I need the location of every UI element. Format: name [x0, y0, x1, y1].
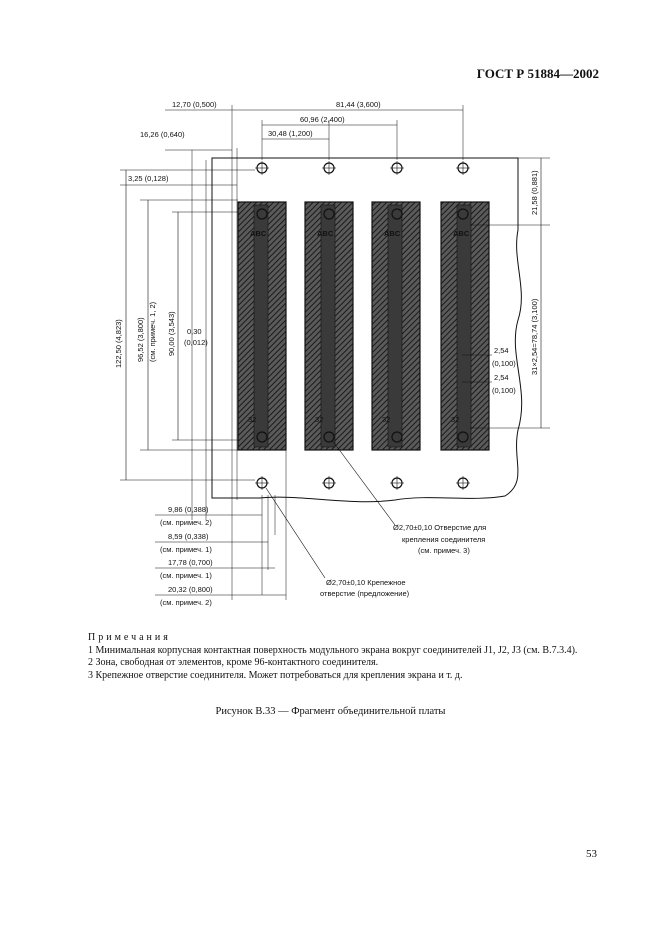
connector-j3	[371, 201, 421, 451]
callout-hole-connector-1: Ø2,70±0,10 Отверстие для	[393, 523, 486, 532]
page-number: 53	[586, 848, 597, 860]
callout-hole-mount-1: Ø2,70±0,10 Крепежное	[326, 578, 406, 587]
dim-31x2-54: 31×2,54=78,74 (3,100)	[530, 298, 539, 375]
figure-caption: Рисунок В.33 — Фрагмент объединительной …	[215, 706, 446, 717]
dim-0-30: 0,30	[187, 327, 202, 336]
callout-hole-connector-2: крепления соединителя	[402, 535, 485, 544]
dim-9-86-note: (см. примеч. 2)	[160, 518, 212, 527]
pin-label-4: 32	[451, 415, 459, 424]
dim-20-32-note: (см. примеч. 2)	[160, 598, 212, 607]
connector-j2	[304, 201, 354, 451]
dim-17-78: 17,78 (0,700)	[168, 558, 213, 567]
pin-label-2: 32	[315, 415, 323, 424]
dim-9-86: 9,86 (0,388)	[168, 505, 209, 514]
standard-header: ГОСТ Р 51884—2002	[476, 66, 599, 81]
dim-0-30-in: (0,012)	[184, 338, 208, 347]
dim-96-52-note: (см. примеч. 1, 2)	[148, 301, 157, 362]
dim-21-58: 21,58 (0,881)	[530, 170, 539, 215]
dim-2-54-b: 2,54	[494, 373, 509, 382]
notes-block: Примечания 1 Минимальная корпусная конта…	[64, 632, 604, 682]
dim-12-70: 12,70 (0,500)	[172, 100, 217, 109]
connector-label-1: ABC	[250, 229, 267, 238]
dim-90-00: 90,00 (3,543)	[167, 311, 176, 356]
dim-2-54-b-in: (0,100)	[492, 386, 516, 395]
pin-label-1: 32	[248, 415, 256, 424]
dim-8-59-note: (см. примеч. 1)	[160, 545, 212, 554]
dim-2-54-a: 2,54	[494, 346, 509, 355]
dim-2-54-a-in: (0,100)	[492, 359, 516, 368]
dim-81-44: 81,44 (3,600)	[336, 100, 381, 109]
pin-label-3: 32	[382, 415, 390, 424]
dim-3-25: 3,25 (0,128)	[128, 174, 169, 183]
connector-label-4: ABC	[453, 229, 470, 238]
callout-hole-mount-2: отверстие (предложение)	[320, 589, 410, 598]
board-outline	[211, 157, 523, 503]
connector-j4	[440, 201, 490, 451]
note-1: 1 Минимальная корпусная контактная повер…	[88, 644, 578, 656]
dim-60-96: 60,96 (2,400)	[300, 115, 345, 124]
dim-8-59: 8,59 (0,338)	[168, 532, 209, 541]
connector-label-2: ABC	[317, 229, 334, 238]
note-3: 3 Крепежное отверстие соединителя. Может…	[88, 669, 463, 681]
dim-20-32: 20,32 (0,800)	[168, 585, 213, 594]
callout-hole-connector-3: (см. примеч. 3)	[418, 546, 470, 555]
dim-16-26: 16,26 (0,640)	[140, 130, 185, 139]
dim-96-52: 96,52 (3,800)	[136, 317, 145, 362]
dim-30-48: 30,48 (1,200)	[268, 129, 313, 138]
note-2: 2 Зона, свободная от элементов, кроме 96…	[88, 657, 379, 668]
dim-17-78-note: (см. примеч. 1)	[160, 571, 212, 580]
backplane-drawing: ABC ABC ABC ABC 32 32 32 32	[114, 100, 550, 607]
dim-122-50: 122,50 (4,823)	[114, 319, 123, 368]
notes-title: Примечания	[88, 632, 171, 643]
mounting-holes	[256, 162, 469, 489]
connector-label-3: ABC	[384, 229, 401, 238]
connector-j1	[237, 201, 287, 451]
